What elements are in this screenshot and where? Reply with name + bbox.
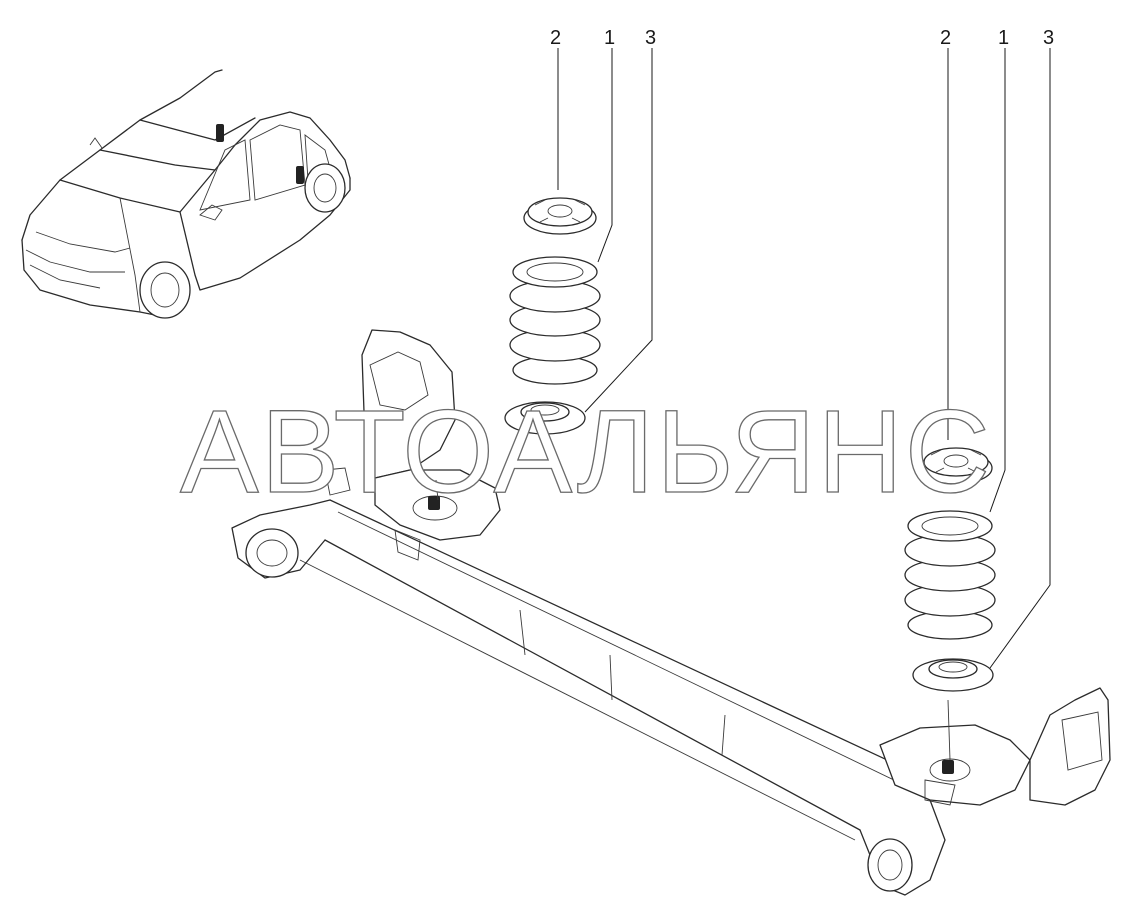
watermark-text: АВТОАЛЬЯНС — [180, 386, 992, 518]
callout-insulator-right: 3 — [1043, 27, 1054, 49]
upper-seat-right — [919, 447, 993, 485]
spring-icon — [509, 256, 601, 385]
upper-seat-left — [523, 197, 597, 235]
axle-icon — [231, 329, 1111, 896]
callout-insulator-left: 3 — [645, 27, 656, 49]
callout-spring-right: 1 — [998, 27, 1009, 49]
car-icon — [21, 69, 351, 319]
lower-insulator-left — [504, 401, 586, 435]
spring-icon — [904, 510, 996, 640]
lower-insulator-right — [912, 658, 994, 692]
callout-upper-seat-right: 2 — [940, 27, 951, 49]
callout-spring-left: 1 — [604, 27, 615, 49]
leader-lines — [557, 48, 1051, 669]
callout-upper-seat-left: 2 — [550, 27, 561, 49]
